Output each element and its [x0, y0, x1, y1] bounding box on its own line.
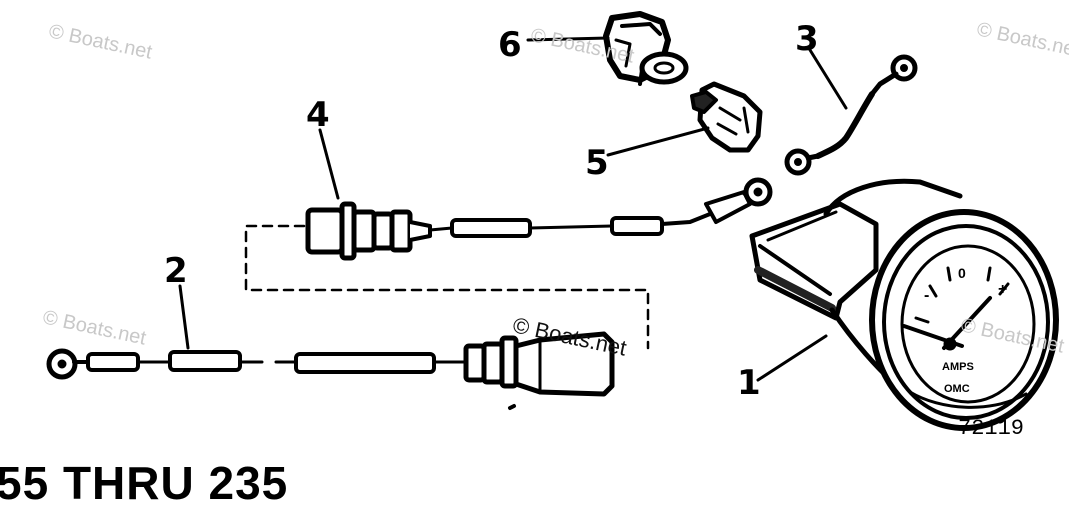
gauge-brand-label: OMC	[944, 383, 970, 395]
gauge-zero-label: 0	[958, 265, 966, 281]
leader-4	[318, 128, 340, 200]
callout-5: 5	[585, 143, 609, 183]
callout-2: 2	[164, 251, 188, 291]
callout-6: 6	[498, 25, 522, 65]
leader-1	[756, 334, 828, 382]
leader-6	[526, 36, 610, 42]
model-range-title: 55 THRU 235	[0, 457, 289, 509]
leader-2	[178, 284, 190, 350]
connection-dashed-line	[244, 224, 650, 350]
upper-lead-part	[305, 177, 773, 261]
ammeter-gauge-part	[749, 178, 1059, 431]
gauge-minus-label: -	[924, 287, 929, 304]
gauge-plus-label: +	[998, 281, 1007, 298]
bulb-part	[690, 81, 763, 153]
leader-3	[808, 48, 848, 110]
figure-number: 72119	[958, 416, 1025, 441]
lower-lead-part	[46, 331, 615, 410]
gauge-unit-label: AMPS	[942, 361, 974, 373]
callout-3: 3	[795, 19, 819, 59]
callout-4: 4	[306, 95, 330, 135]
socket-part	[603, 11, 689, 86]
leader-5	[606, 126, 710, 157]
callout-1: 1	[737, 363, 761, 403]
ground-lead-part	[784, 54, 918, 176]
